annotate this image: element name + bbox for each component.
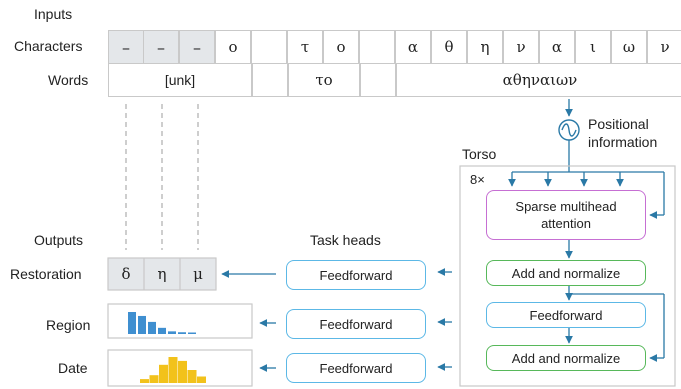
- character-cell: –: [143, 30, 179, 64]
- region-bar-chart: [128, 312, 196, 334]
- restoration-char-2: η: [157, 265, 167, 283]
- outputs-label: Outputs: [34, 232, 84, 248]
- region-label: Region: [46, 317, 91, 333]
- character-cell: ο: [323, 30, 359, 64]
- word-cell: [360, 63, 396, 97]
- sparse-attention-block: Sparse multihead attention: [486, 190, 646, 240]
- character-cell: θ: [431, 30, 467, 64]
- word-cell: [252, 63, 288, 97]
- date-bar: [168, 357, 178, 383]
- character-cell: ο: [215, 30, 251, 64]
- character-cell: [359, 30, 395, 64]
- restoration-char-3: μ: [193, 265, 203, 283]
- add-normalize-block-2: Add and normalize: [486, 345, 646, 371]
- region-bar: [188, 332, 196, 334]
- region-bar: [158, 327, 166, 334]
- word-cell: το: [288, 63, 360, 97]
- date-label: Date: [58, 360, 88, 376]
- word-cell: [unk]: [108, 63, 252, 97]
- character-cell: ν: [647, 30, 681, 64]
- task-heads-label: Task heads: [310, 232, 381, 248]
- date-bar: [178, 360, 187, 383]
- character-cell: ι: [575, 30, 611, 64]
- inputs-label: Inputs: [34, 6, 73, 22]
- date-bar: [140, 379, 149, 383]
- add-normalize-block-1: Add and normalize: [486, 260, 646, 286]
- restoration-char-1: δ: [121, 265, 131, 283]
- region-bar: [148, 321, 156, 334]
- region-bar: [178, 332, 186, 334]
- region-bar: [138, 315, 146, 334]
- date-bar: [187, 370, 197, 383]
- word-cell: αθηναιων: [396, 63, 681, 97]
- character-cell: –: [179, 30, 215, 64]
- date-bar: [149, 375, 159, 383]
- character-cell: ω: [611, 30, 647, 64]
- positional-information-label: Positional information: [588, 116, 658, 150]
- task-head-restoration: Feedforward: [286, 260, 426, 290]
- character-cell: ν: [503, 30, 539, 64]
- character-cell: α: [539, 30, 575, 64]
- date-bar-chart: [140, 357, 206, 383]
- date-bar: [197, 376, 206, 383]
- task-head-region: Feedforward: [286, 309, 426, 339]
- region-bar: [168, 331, 176, 334]
- characters-label: Characters: [14, 38, 83, 54]
- words-label: Words: [48, 72, 89, 88]
- region-bar: [128, 312, 136, 334]
- torso-label: Torso: [462, 146, 497, 162]
- repeat-count: 8×: [470, 172, 485, 187]
- restoration-label: Restoration: [10, 266, 82, 282]
- date-bar: [159, 364, 168, 383]
- character-cell: α: [395, 30, 431, 64]
- feedforward-block: Feedforward: [486, 302, 646, 328]
- task-head-date: Feedforward: [286, 353, 426, 383]
- torso-box: [459, 165, 676, 387]
